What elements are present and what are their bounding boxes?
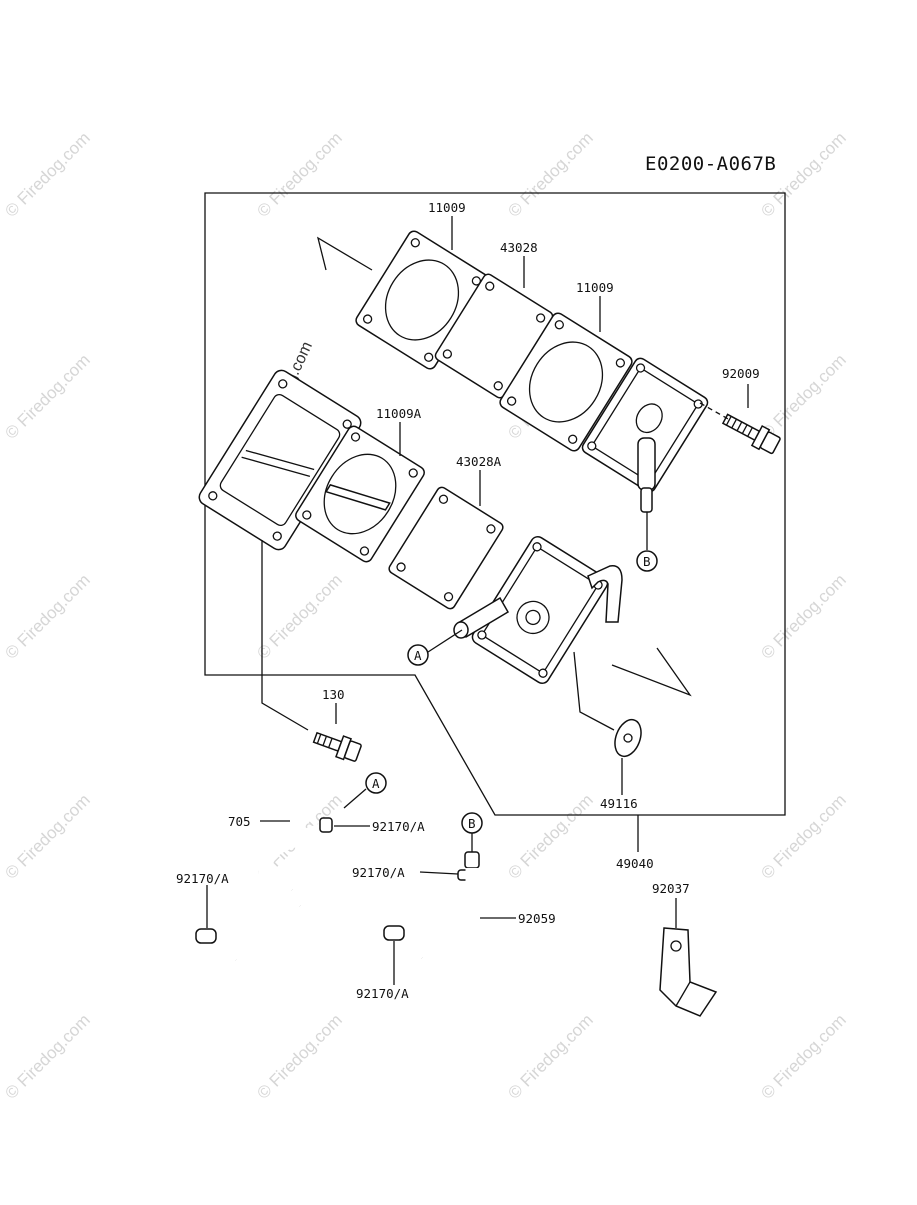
watermark: © Firedog.com bbox=[253, 570, 345, 662]
watermark: © Firedog.com bbox=[1, 128, 93, 220]
connector-b-label: B bbox=[468, 816, 476, 831]
label-92170A-bottom: 92170/A bbox=[356, 986, 409, 1001]
bolt-dash-line bbox=[699, 402, 731, 421]
connector-a-top: A bbox=[407, 629, 463, 666]
watermark: © Firedog.com bbox=[504, 128, 596, 220]
label-92037: 92037 bbox=[652, 881, 690, 896]
arrow-mark bbox=[611, 647, 692, 697]
label-92059: 92059 bbox=[518, 911, 556, 926]
label-11009-top: 11009 bbox=[428, 200, 466, 215]
connector-b-top: B bbox=[636, 512, 658, 572]
assembly-frame bbox=[204, 192, 786, 816]
label-49116: 49116 bbox=[600, 796, 638, 811]
diagram-code: E0200-A067B bbox=[645, 153, 776, 175]
label-92170A-top: 92170/A bbox=[372, 819, 425, 834]
clamp-92170A-bottom bbox=[383, 925, 405, 985]
connector-a-bottom: A bbox=[343, 772, 387, 809]
clamp-92170A-left bbox=[195, 885, 217, 944]
watermark: © Firedog.com bbox=[253, 1010, 345, 1102]
label-49040: 49040 bbox=[616, 856, 654, 871]
label-705: 705 bbox=[228, 814, 251, 829]
watermark: © Firedog.com bbox=[757, 350, 849, 442]
label-92170A-left: 92170/A bbox=[176, 871, 229, 886]
connector-b-label: B bbox=[643, 554, 651, 569]
washer-49116 bbox=[614, 718, 642, 758]
bent-outlet-pipe bbox=[587, 565, 623, 623]
bolt-92009 bbox=[721, 413, 781, 455]
pump-cover bbox=[581, 357, 709, 513]
diaphragm-43028A bbox=[388, 486, 504, 610]
watermark: © Firedog.com bbox=[757, 570, 849, 662]
hose-705 bbox=[233, 820, 347, 990]
label-11009A: 11009A bbox=[376, 406, 422, 421]
hose-92059 bbox=[417, 851, 480, 991]
watermark: © Firedog.com bbox=[1, 790, 93, 882]
connector-a-label: A bbox=[414, 648, 422, 663]
screw-130 bbox=[312, 731, 362, 762]
watermark: © Firedog.com bbox=[1, 570, 93, 662]
label-92009: 92009 bbox=[722, 366, 760, 381]
watermark: © Firedog.com bbox=[1, 350, 93, 442]
watermark: © Firedog.com bbox=[757, 1010, 849, 1102]
gasket-11009-mid bbox=[499, 312, 633, 452]
washer-leader bbox=[573, 651, 615, 731]
label-92170A-mid: 92170/A bbox=[352, 865, 405, 880]
watermark: © Firedog.com bbox=[504, 1010, 596, 1102]
gasket-11009A bbox=[295, 425, 425, 563]
watermark: © Firedog.com bbox=[253, 128, 345, 220]
label-130: 130 bbox=[322, 687, 345, 702]
watermark: © Firedog.com bbox=[757, 790, 849, 882]
gasket-11009-top bbox=[355, 230, 489, 370]
connector-a-label: A bbox=[372, 776, 380, 791]
screw-leader bbox=[261, 540, 309, 731]
watermark: © Firedog.com bbox=[1, 1010, 93, 1102]
watermark: © Firedog.com bbox=[504, 790, 596, 882]
label-43028: 43028 bbox=[500, 240, 538, 255]
label-11009-mid: 11009 bbox=[576, 280, 614, 295]
label-43028A: 43028A bbox=[456, 454, 502, 469]
clamp-92170A-top bbox=[319, 817, 370, 833]
outlet-nipple-tip bbox=[640, 487, 653, 513]
outlet-nipple bbox=[637, 437, 656, 491]
arrow-mark bbox=[316, 236, 373, 271]
bracket-92037 bbox=[659, 927, 718, 1017]
pump-lower-cover bbox=[453, 536, 623, 684]
connector-b-bottom: B bbox=[461, 812, 483, 852]
